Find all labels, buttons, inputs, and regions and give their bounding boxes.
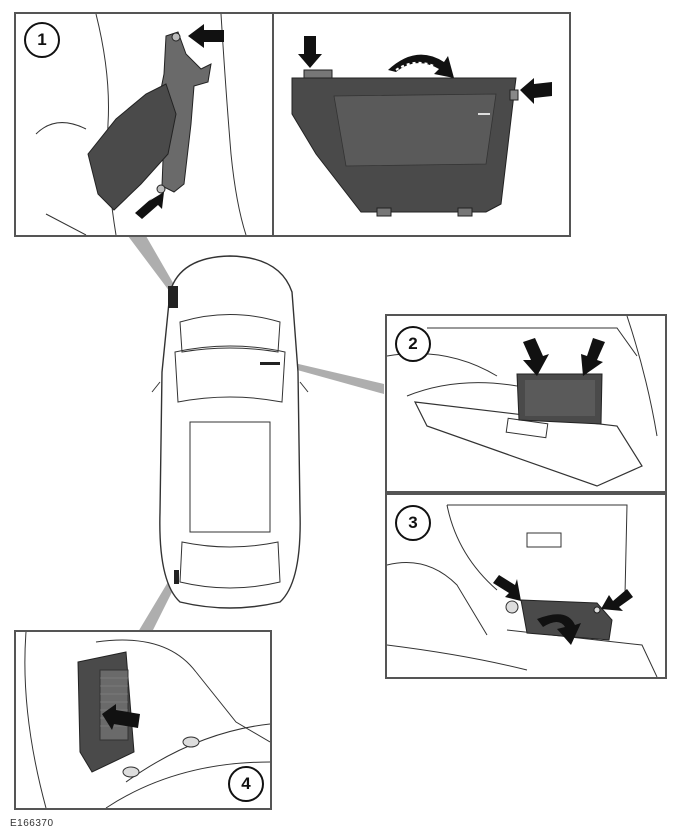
- car-body-outline: [159, 255, 301, 609]
- arrow-clip-right: [581, 338, 605, 376]
- detail-panel-4: 4: [14, 630, 272, 810]
- car-marker-fusebox-front: [168, 286, 178, 308]
- detail-panel-3: 3: [385, 493, 667, 679]
- arrow-cover-right: [601, 589, 633, 611]
- car-marker-glovebox: [260, 362, 280, 365]
- arrow-cover-left: [493, 575, 521, 601]
- arrow-clip-left: [523, 338, 549, 376]
- callout-4: 4: [228, 766, 264, 802]
- detail-panel-2: 2: [385, 314, 667, 493]
- arrow-top-bracket: [188, 24, 224, 48]
- detail-panel-1: 1: [14, 12, 571, 237]
- leader-to-panel-1: [128, 236, 176, 292]
- arrow-trim-release: [102, 704, 140, 730]
- leader-to-panel-2: [290, 362, 384, 394]
- callout-2: 2: [395, 326, 431, 362]
- callout-1: 1: [24, 22, 60, 58]
- rotate-arrow: [388, 54, 454, 78]
- panel-2-illustration: [387, 316, 658, 487]
- rotate-down-arrow: [537, 614, 581, 645]
- arrow-right-cover-clip: [520, 78, 552, 104]
- car-marker-rear: [174, 570, 179, 584]
- panel-4-illustration: [24, 632, 270, 808]
- arrow-bottom-bracket: [135, 192, 164, 219]
- arrow-down-cover-left: [298, 36, 322, 68]
- trim-panel-shape: [87, 83, 177, 211]
- callout-3: 3: [395, 505, 431, 541]
- panel-1-illustration: [35, 14, 552, 235]
- figure-id: E166370: [10, 818, 54, 829]
- panel-3-illustration: [387, 504, 658, 677]
- vehicle-top-view: [151, 255, 309, 609]
- leader-to-panel-4: [138, 582, 175, 632]
